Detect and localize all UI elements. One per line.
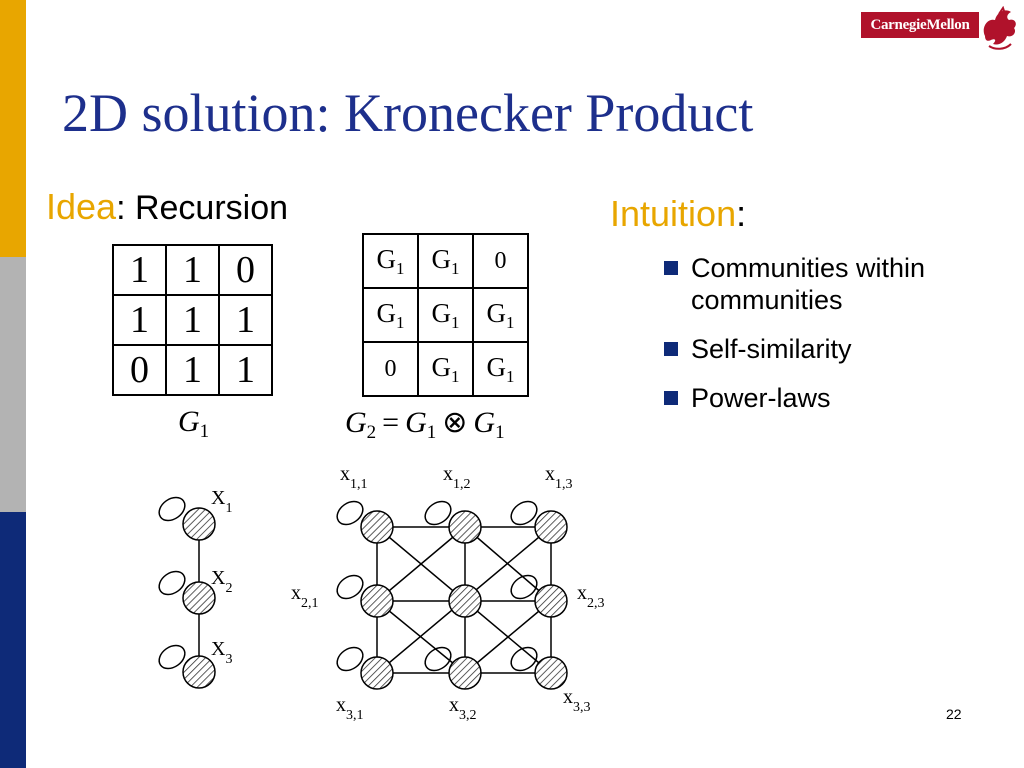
node-label: x2,3 xyxy=(577,582,605,611)
node-label: x2,1 xyxy=(291,582,319,611)
idea-heading: Idea: Recursion xyxy=(46,186,288,228)
matrix-g2: G1 G1 0 G1 G1 G1 0 G1 G1 xyxy=(362,233,529,397)
page-number: 22 xyxy=(946,706,962,722)
square-bullet-icon xyxy=(664,342,678,356)
graph-node xyxy=(158,644,216,689)
g1-caption-sub: 1 xyxy=(199,421,210,442)
matrix-cell: 1 xyxy=(165,344,220,396)
matrix-cell: G1 xyxy=(362,287,419,343)
graph-node xyxy=(424,646,482,690)
graph-node xyxy=(424,500,482,544)
node-label: x1,3 xyxy=(545,463,573,492)
matrix-cell: G1 xyxy=(472,341,529,397)
matrix-cell: 1 xyxy=(218,294,273,346)
side-bar-grey xyxy=(0,257,26,512)
matrix-cell: 1 xyxy=(112,294,167,346)
graph-g1: X1 X2 X3 xyxy=(158,487,232,689)
node-label: x3,2 xyxy=(449,694,477,723)
graph-node xyxy=(510,574,568,618)
matrix-cell: 0 xyxy=(218,244,273,296)
intuition-colon: : xyxy=(736,193,747,234)
intuition-label: Intuition xyxy=(610,193,737,234)
cmu-logo: CarnegieMellon xyxy=(861,6,1019,52)
graph-node xyxy=(336,500,394,544)
matrix-cell: G1 xyxy=(417,233,474,289)
square-bullet-icon xyxy=(664,391,678,405)
matrix-cell: 1 xyxy=(165,244,220,296)
bullet-item: Power-laws xyxy=(662,382,1012,414)
graph-node xyxy=(336,574,394,618)
slide-title: 2D solution: Kronecker Product xyxy=(62,83,754,143)
idea-text: : Recursion xyxy=(116,189,289,227)
matrix-cell: G1 xyxy=(417,287,474,343)
node-label: X3 xyxy=(211,638,232,667)
side-bar-navy xyxy=(0,512,26,768)
node-label: x3,3 xyxy=(563,686,591,715)
matrix-cell: 0 xyxy=(472,233,529,289)
kronecker-equation: G2=G1⊗G1 xyxy=(345,406,505,443)
matrix-cell: 1 xyxy=(112,244,167,296)
graph-node xyxy=(158,570,216,615)
intuition-heading: Intuition: xyxy=(610,193,746,235)
bullet-item: Self-similarity xyxy=(662,333,1012,365)
bullet-item: Communities within communities xyxy=(662,252,1012,316)
node-label: X1 xyxy=(211,487,232,516)
graph-node xyxy=(448,584,482,618)
matrix-cell: 0 xyxy=(362,341,419,397)
matrix-cell: G1 xyxy=(362,233,419,289)
graph-node xyxy=(336,646,394,690)
graph-node xyxy=(510,500,568,544)
node-label: x3,1 xyxy=(336,694,364,723)
g1-caption: G1 xyxy=(178,405,209,443)
matrix-cell: G1 xyxy=(417,341,474,397)
idea-label: Idea xyxy=(46,186,117,227)
graph-g2: x1,1 x1,2 x1,3 x2,1 x2,3 x3,1 x3,2 x3,3 xyxy=(291,463,605,723)
logo-wordmark: CarnegieMellon xyxy=(861,12,979,38)
node-label: x1,1 xyxy=(340,463,368,492)
matrix-cell: 1 xyxy=(218,344,273,396)
graph-node xyxy=(510,646,568,690)
matrix-cell: 0 xyxy=(112,344,167,396)
matrix-cell: 1 xyxy=(165,294,220,346)
side-bar-gold xyxy=(0,0,26,257)
intuition-bullet-list: Communities within communities Self-simi… xyxy=(662,252,1012,431)
g1-caption-main: G xyxy=(178,405,200,438)
node-label: X2 xyxy=(211,567,232,596)
graph-node xyxy=(158,496,216,541)
bullet-text: Communities within communities xyxy=(691,253,926,315)
bullet-text: Self-similarity xyxy=(691,334,852,364)
node-label: x1,2 xyxy=(443,463,471,492)
square-bullet-icon xyxy=(664,261,678,275)
griffin-icon xyxy=(983,6,1016,50)
matrix-cell: G1 xyxy=(472,287,529,343)
matrix-g1: 1 1 0 1 1 1 0 1 1 xyxy=(112,244,273,396)
bullet-text: Power-laws xyxy=(691,383,831,413)
